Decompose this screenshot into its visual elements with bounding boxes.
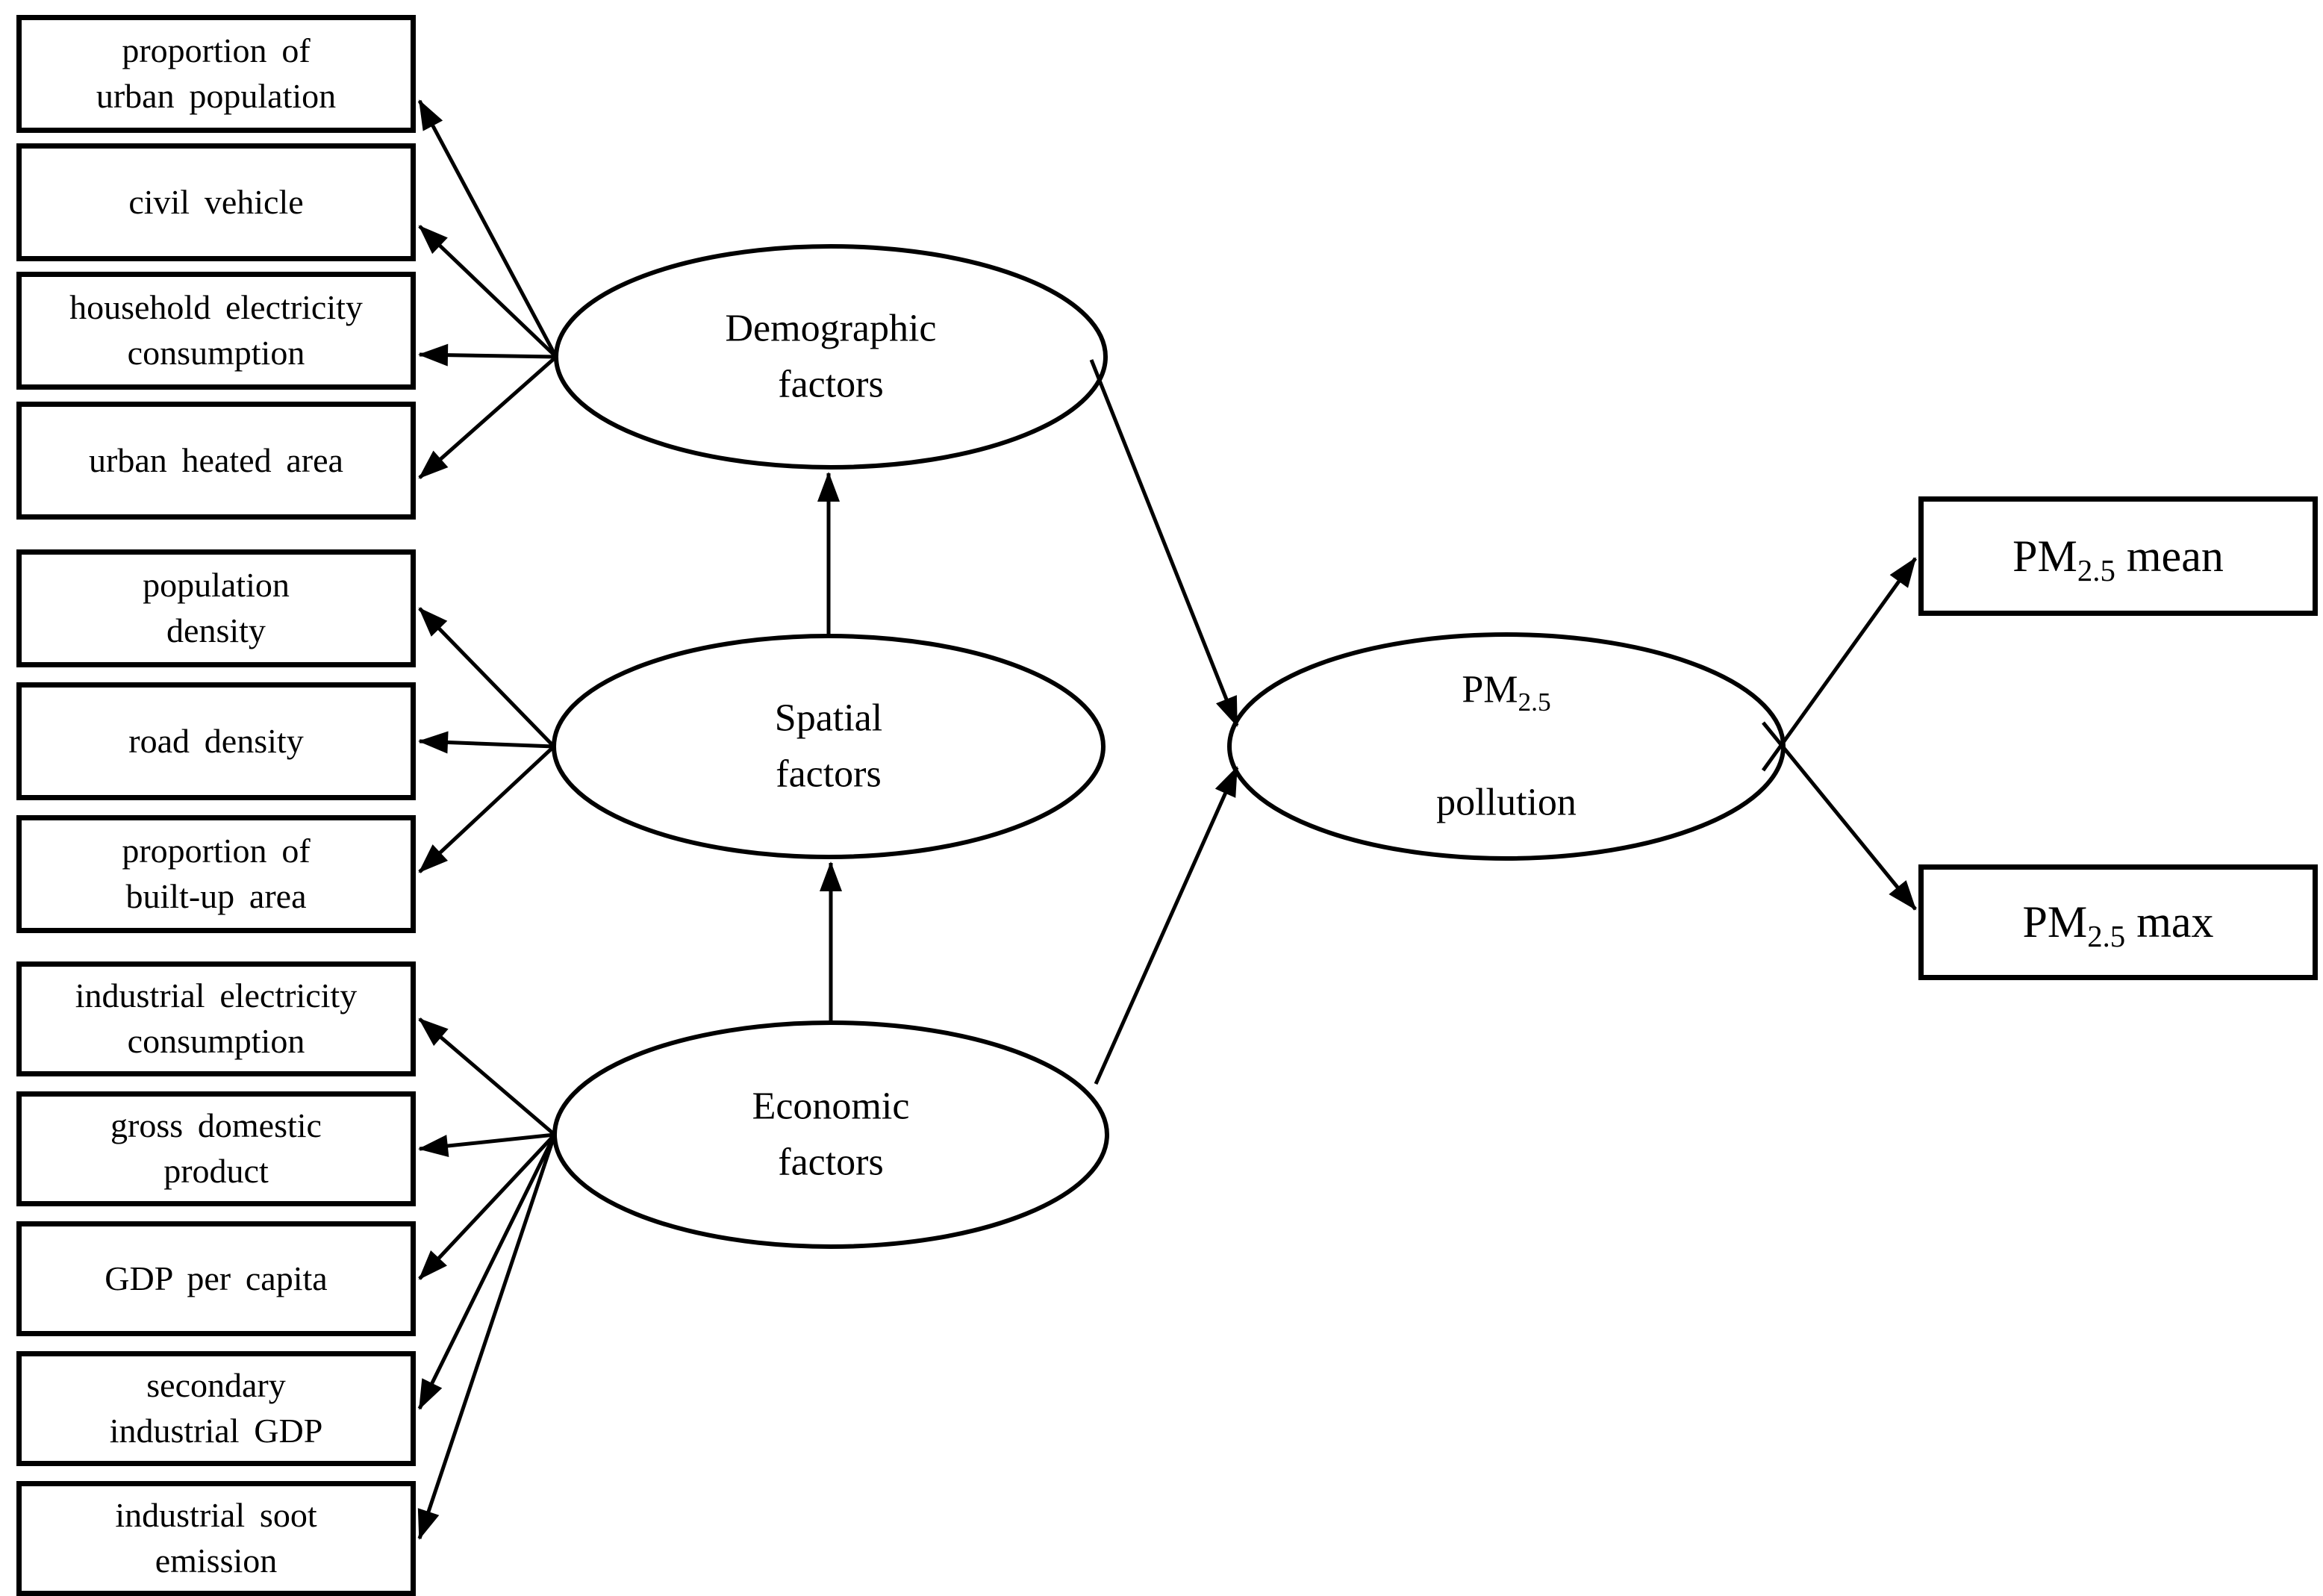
spatial-factors-label: Spatial factors: [774, 696, 883, 796]
indicator-box-gross-domestic-product: gross domestic product: [16, 1091, 416, 1206]
indicator-box-secondary-industrial-gdp: secondary industrial GDP: [16, 1351, 416, 1466]
arrow-economic-to-gdp-per-capita: [418, 1133, 556, 1280]
indicator-box-urban-heated-area: urban heated area: [16, 402, 416, 520]
arrow-economic-to-secondary-industrial-gdp: [417, 1133, 557, 1410]
indicator-box-population-density: population density: [16, 549, 416, 667]
arrow-demographic-to-household-electricity: [418, 343, 557, 367]
arrow-economic-to-gross-domestic-product: [418, 1132, 555, 1157]
arrow-demographic-to-urban-heated-area: [418, 355, 558, 479]
indicator-box-civil-vehicle: civil vehicle: [16, 143, 416, 261]
indicator-box-road-density: road density: [16, 682, 416, 800]
arrow-economic-to-pm25-pollution: [1094, 766, 1239, 1085]
arrow-economic-to-industrial-electricity: [418, 1017, 556, 1136]
pm25-max-label: PM2.5 max: [2022, 897, 2214, 954]
pm25-pollution-line1: PM2.5: [1462, 668, 1551, 717]
indicator-box-urban-population: proportion of urban population: [16, 15, 416, 133]
indicator-box-household-electricity: household electricity consumption: [16, 272, 416, 390]
arrow-spatial-to-road-density: [418, 731, 555, 754]
arrow-pm25-to-max: [1762, 721, 1917, 911]
arrow-spatial-to-built-up-area: [418, 745, 555, 873]
indicator-box-gdp-per-capita: GDP per capita: [16, 1221, 416, 1336]
arrow-demographic-to-urban-population: [417, 99, 558, 358]
arrow-pm25-to-mean: [1761, 557, 1918, 772]
economic-factors-label: Economic factors: [752, 1085, 910, 1184]
outcome-box-pm25-max: PM2.5 max: [1918, 864, 2318, 980]
arrow-demographic-to-pm25-pollution: [1089, 359, 1239, 727]
indicator-box-industrial-electricity: industrial electricity consumption: [16, 961, 416, 1076]
arrow-economic-to-industrial-soot-emission: [417, 1134, 557, 1540]
indicator-box-industrial-soot-emission: industrial soot emission: [16, 1481, 416, 1596]
pm25-pollution-label: PM2.5 pollution: [1436, 606, 1577, 888]
outcome-box-pm25-mean: PM2.5 mean: [1918, 496, 2318, 616]
arrow-demographic-to-civil-vehicle: [418, 225, 558, 358]
pm25-mean-label: PM2.5 mean: [2012, 531, 2224, 587]
arrow-spatial-to-population-density: [418, 607, 555, 748]
demographic-factors-label: Demographic factors: [725, 307, 937, 406]
pm25-pollution-line2: pollution: [1436, 781, 1577, 824]
indicator-box-built-up-area: proportion of built-up area: [16, 815, 416, 933]
